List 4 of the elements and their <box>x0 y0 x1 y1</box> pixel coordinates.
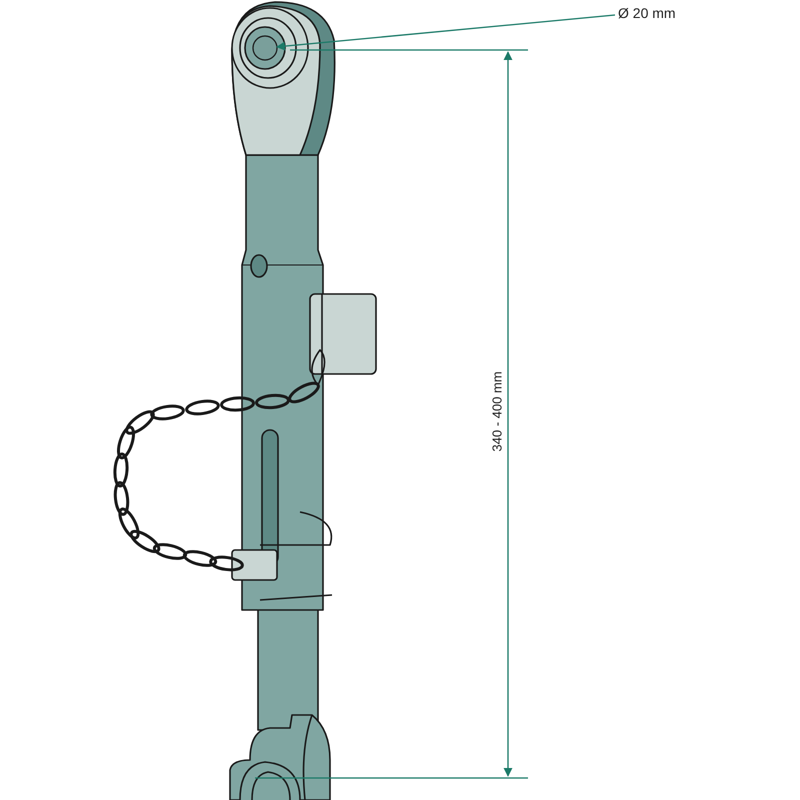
ball-joint <box>252 35 278 61</box>
dimension-label: Ø 20 mm <box>618 5 676 21</box>
leader-line <box>276 14 616 51</box>
dimension-text: 340 - 400 mm <box>490 370 504 454</box>
